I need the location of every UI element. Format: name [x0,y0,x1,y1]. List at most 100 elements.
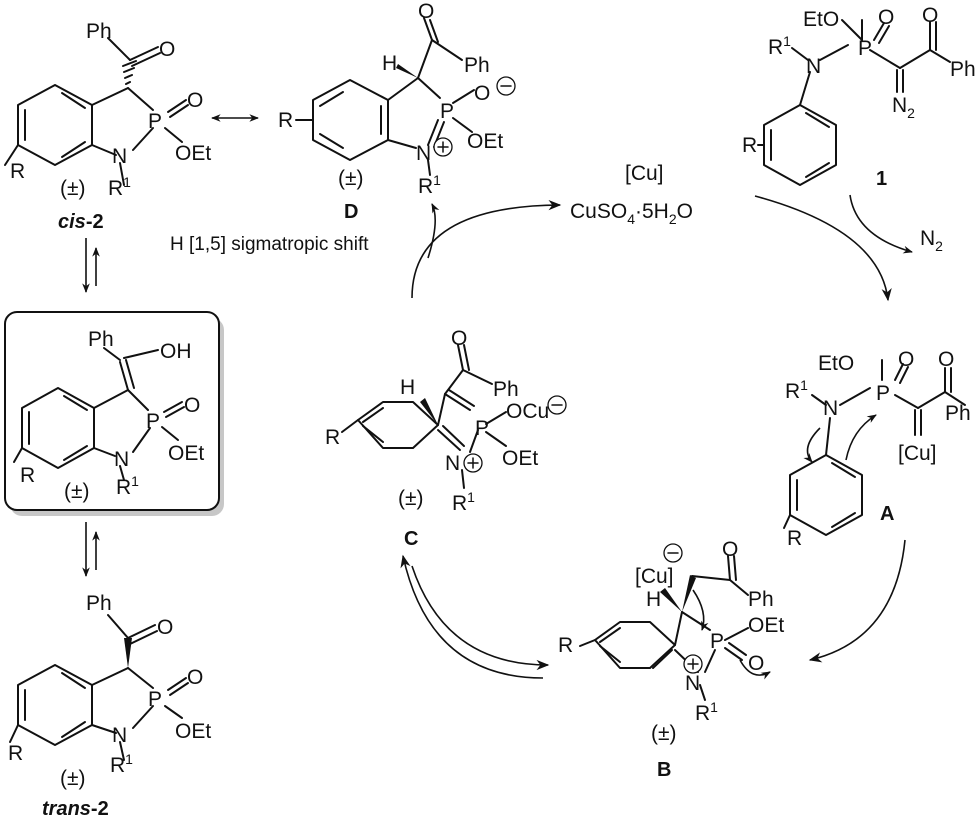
carbonyl-o-label: O [451,327,467,350]
carbonyl-o-label: O [159,38,175,61]
ethoxy-label: OEt [175,720,211,743]
compound-C: H O Ph P OCu OEt N R R1 (±) C [325,327,567,550]
carbonyl-o-label: O [157,616,173,639]
diazo-n2-label: N2 [892,94,915,121]
racemic-label: (±) [60,177,86,200]
nitrogen-label: N [823,397,838,420]
cycle-arrow-catalyst-to-A [754,195,892,302]
ethoxy-label: EtO [818,352,854,375]
nitrogen-label: N [445,452,460,475]
racemic-label: (±) [651,722,677,745]
phenyl-label: Ph [88,328,114,351]
ethoxy-label: OEt [175,142,211,165]
nitrogen-label: N [112,145,127,168]
phosphoryl-o-label: O [184,394,200,417]
r-group-label: R [787,527,802,550]
carbonyl-o-label: O [722,538,738,561]
copper-carbene-label: [Cu] [898,442,937,465]
carbonyl-o-label: O [418,0,434,23]
hydrogen-label: H [646,588,661,611]
compound-trans-2: Ph O P O OEt N R R1 (±) trans-2 [8,592,211,820]
r-group-label: R [558,634,573,657]
r-group-label: R [8,742,23,765]
equilibrium-arrows-cis-enol [82,238,100,293]
r-group-label: R [10,160,25,183]
ethoxy-label: OEt [168,442,204,465]
nitrogen-label: N [416,142,431,165]
nitrogen-label: N [685,672,700,695]
phosphorus-label: P [876,382,890,405]
hydrogen-label: H [400,376,415,399]
phenyl-label: Ph [464,54,490,77]
phosphorus-label: P [858,37,872,60]
phosphorus-label: P [440,100,454,123]
phosphorus-label: P [148,688,162,711]
carbonyl-o-label: O [938,348,954,371]
nitrogen-label: N [114,448,129,471]
compound-label-1: 1 [876,168,887,190]
compound-label-D: D [344,201,358,223]
phenyl-label: Ph [86,592,112,615]
compound-label-trans-2: trans-2 [42,798,109,820]
n2-byproduct-label: N2 [920,227,943,254]
nitrogen-label: N [112,724,127,747]
r1-group-label: R1 [110,751,133,777]
ethoxy-label: OEt [467,130,503,153]
phosphorus-label: P [148,110,162,133]
racemic-label: (±) [338,167,364,190]
r1-group-label: R1 [418,172,441,198]
r1-group-label: R1 [116,473,139,499]
r-group-label: R [278,109,293,132]
compound-label-B: B [657,759,671,781]
r1-group-label: R1 [108,174,131,200]
compound-label-A: A [880,503,894,525]
phosphoryl-o-label: O [878,6,894,29]
compound-A: EtO O O P N R1 Ph [Cu] R A [783,348,971,550]
phenyl-label: Ph [493,378,519,401]
sigmatropic-shift-label: H [1,5] sigmatropic shift [170,234,369,255]
carbonyl-o-label: O [922,4,938,27]
racemic-label: (±) [64,480,90,503]
phosphoryl-o-label: O [187,89,203,112]
phenyl-label: Ph [86,20,112,43]
electron-push-arrow [739,659,771,680]
enol-intermediate-box: Ph OH P O OEt N R R1 (±) [4,311,224,516]
electron-push-arrow [803,427,821,463]
cu-label: [Cu] [635,565,674,588]
ethoxy-label: OEt [748,614,784,637]
hydroxyl-label: OH [160,340,192,363]
racemic-label: (±) [398,487,424,510]
compound-B: [Cu] H O Ph P OEt O N R R1 (±) B [558,538,784,781]
r1-group-label: R1 [695,699,718,725]
electron-push-arrow [692,589,709,631]
catalyst-label: [Cu] [625,162,664,185]
r-group-label: R [742,134,757,157]
phosphoryl-o-label: O [187,666,203,689]
phosphoryl-o-label: O [748,652,764,675]
cycle-arrow-A-to-B [808,539,906,663]
phenyl-label: Ph [945,402,971,425]
phosphorus-label: P [475,417,489,440]
copper-alkoxide-label: OCu [506,400,549,423]
compound-label-cis-2: cis-2 [58,211,104,233]
nitrogen-label: N [806,55,821,78]
phosphorus-label: P [146,410,160,433]
phosphorus-label: P [710,630,724,653]
h-shift-arrow [427,203,440,259]
oxide-o-label: O [474,82,490,105]
equilibrium-arrow-forward [411,565,550,671]
electron-push-arrow [845,414,877,461]
r-group-label: R [20,464,35,487]
equilibrium-arrows-enol-trans [82,522,100,577]
phenyl-label: Ph [950,58,976,81]
r1-group-label: R1 [785,377,808,403]
compound-D: H O Ph P O OEt N R R1 (±) D [278,0,516,223]
cycle-arrow-C-to-catalyst [411,199,562,299]
compound-1: EtO O O P N R1 Ph N2 R 1 [742,4,976,190]
catalyst-formula: CuSO4·5H2O [570,200,693,227]
hydrogen-label: H [382,52,397,75]
compound-label-C: C [404,528,418,550]
phenyl-label: Ph [748,588,774,611]
compound-cis-2: Ph O P O OEt N R R1 (±) cis-2 [4,20,211,233]
